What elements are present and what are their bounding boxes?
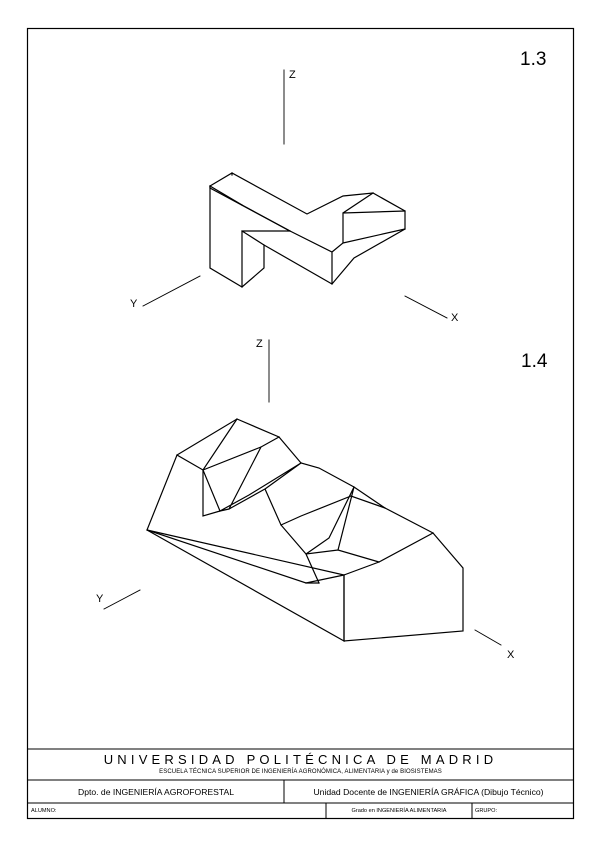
axis-label-x-1-4: X: [507, 649, 515, 661]
sheet-border: [26, 27, 575, 820]
school-name: ESCUELA TÉCNICA SUPERIOR DE INGENIERÍA A…: [159, 769, 442, 775]
degree-name: Grado en INGENIERÍA ALIMENTARIA: [351, 807, 447, 814]
axes-1-4: [103, 339, 502, 646]
axis-y-1-3: [142, 275, 201, 307]
department-name: Dpto. de INGENIERÍA AGROFORESTAL: [77, 786, 234, 797]
exercise-number-1-4: 1.4: [521, 351, 548, 372]
exercise-number-1-3: 1.3: [520, 49, 547, 70]
part-1-4-top-details: [146, 418, 386, 584]
university-name: UNIVERSIDAD POLITÉCNICA DE MADRID: [103, 752, 498, 767]
axis-label-z-1-3: Z: [289, 69, 296, 81]
part-1-3-edges: [209, 172, 406, 288]
part-1-3-inner-edge: [241, 204, 291, 232]
part-1-4-right-face: [343, 532, 464, 642]
axis-x-1-3: [404, 295, 448, 319]
title-block-lines: [27, 748, 574, 819]
part-1-4-front-notches: [202, 469, 320, 584]
student-field-label: ALUMNO:: [31, 807, 57, 814]
teaching-unit: Unidad Docente de INGENIERÍA GRÁFICA (Di…: [313, 786, 544, 797]
part-1-4-left-side: [146, 418, 434, 534]
axis-y-1-4: [103, 589, 141, 610]
axis-label-y-1-3: Y: [130, 298, 138, 310]
isometric-part-1-3: [209, 172, 406, 288]
axis-x-1-4: [474, 629, 502, 646]
group-field-label: GRUPO:: [475, 807, 498, 814]
part-1-3-outline: [209, 172, 406, 288]
axis-label-y-1-4: Y: [96, 593, 104, 605]
axes-1-3: [142, 69, 448, 319]
axis-label-x-1-3: X: [451, 312, 459, 324]
part-1-3-side-edge: [209, 185, 243, 206]
axis-label-z-1-4: Z: [256, 338, 263, 350]
part-1-4-front-face: [146, 529, 345, 643]
isometric-part-1-4: [146, 418, 464, 643]
